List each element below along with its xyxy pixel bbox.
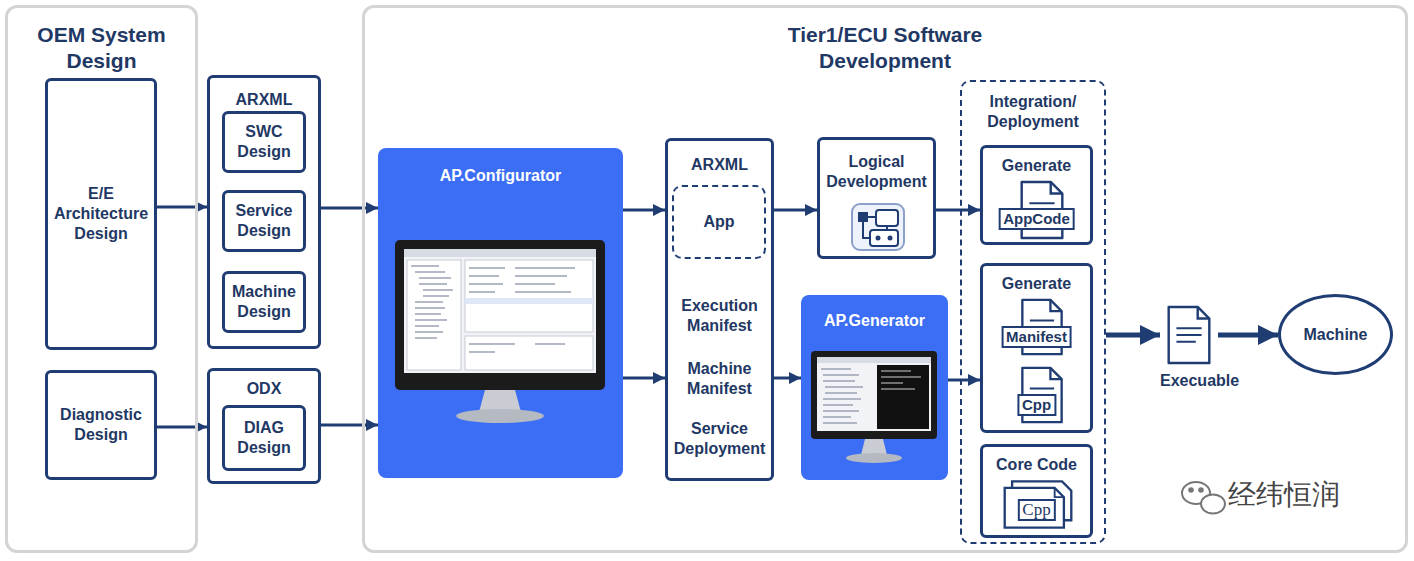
- flow-arrow: [623, 209, 665, 212]
- process-box: ARXML Execution ManifestMachine ManifestS…: [665, 138, 774, 481]
- node-label: Service Design: [225, 201, 303, 241]
- node-heading: ARXML: [210, 90, 318, 110]
- tool-box: AP.Generator: [801, 295, 948, 480]
- node-heading: Logical Development: [820, 152, 933, 192]
- process-box: GenerateManifestCpp: [980, 263, 1093, 433]
- node-label: Execution Manifest: [668, 296, 771, 336]
- flow-arrow: [1218, 333, 1278, 338]
- node-label: Diagnostic Design: [48, 405, 154, 445]
- icon-illustration: [1160, 305, 1218, 365]
- node-heading: Integration/ Deployment: [962, 92, 1104, 132]
- file-label: Cpp: [1017, 394, 1056, 416]
- node-label: DIAG Design: [225, 418, 303, 458]
- node-label: Machine Design: [225, 282, 303, 322]
- tool-box: AP.Configurator: [378, 148, 623, 478]
- process-box: Diagnostic Design: [45, 370, 157, 480]
- flow-arrow: [321, 424, 378, 427]
- node-heading: AP.Configurator: [378, 166, 623, 186]
- node-heading: Tier1/ECU Software Development: [755, 22, 1015, 75]
- process-box: Core CodeCpp: [980, 444, 1093, 538]
- node-label: Machine: [1299, 325, 1371, 345]
- icon-illustration: [811, 351, 937, 466]
- process-box: Machine Design: [222, 271, 306, 333]
- node-label: SWC Design: [225, 122, 303, 162]
- watermark: 经纬恒润: [1228, 476, 1340, 514]
- flow-arrow: [157, 206, 207, 209]
- node-label: Machine Manifest: [668, 359, 771, 399]
- flow-arrow: [774, 377, 801, 380]
- node-heading: Generate: [983, 274, 1090, 294]
- dashed-group: App: [672, 185, 766, 259]
- process-box: GenerateAppCode: [980, 145, 1093, 245]
- group-panel: Tier1/ECU Software DevelopmentAP.Configu…: [362, 5, 1408, 553]
- document-icon: Execuable: [1160, 305, 1218, 365]
- node-label: E/E Architecture Design: [48, 184, 154, 244]
- process-box: SWC Design: [222, 111, 306, 173]
- flow-arrow: [157, 426, 207, 429]
- node-heading: OEM System Design: [8, 22, 195, 75]
- node-label: Service Deployment: [668, 419, 771, 459]
- process-box: DIAG Design: [222, 405, 306, 471]
- node-label: App: [699, 212, 738, 232]
- process-box: ODX DIAG Design: [207, 368, 321, 484]
- wechat-icon: [1182, 482, 1225, 514]
- group-panel: OEM System DesignE/E Architecture Design…: [5, 5, 198, 553]
- icon-illustration: [395, 240, 605, 425]
- icon-illustration: [850, 202, 906, 252]
- flow-arrow: [623, 377, 665, 380]
- flow-arrow: [936, 209, 980, 212]
- flow-arrow: [1106, 333, 1160, 338]
- node-heading: AP.Generator: [801, 311, 948, 331]
- file-label: Cpp: [1017, 499, 1055, 521]
- file-label: AppCode: [998, 208, 1075, 230]
- flow-arrow: [948, 379, 980, 382]
- target-ellipse: Machine: [1278, 294, 1393, 375]
- process-box: ARXML SWC DesignService DesignMachine Des…: [207, 75, 321, 349]
- node-heading: ODX: [210, 379, 318, 399]
- process-box: Logical Development: [817, 137, 936, 259]
- process-box: Service Design: [222, 190, 306, 252]
- flow-arrow: [321, 207, 378, 210]
- node-heading: Generate: [983, 156, 1090, 176]
- node-heading: Execuable: [1160, 371, 1218, 391]
- dashed-group: Integration/ DeploymentGenerateAppCodeGe…: [960, 80, 1106, 544]
- file-label: Manifest: [1001, 326, 1072, 348]
- node-heading: ARXML: [668, 155, 771, 175]
- node-heading: Core Code: [983, 455, 1090, 475]
- process-box: E/E Architecture Design: [45, 78, 157, 350]
